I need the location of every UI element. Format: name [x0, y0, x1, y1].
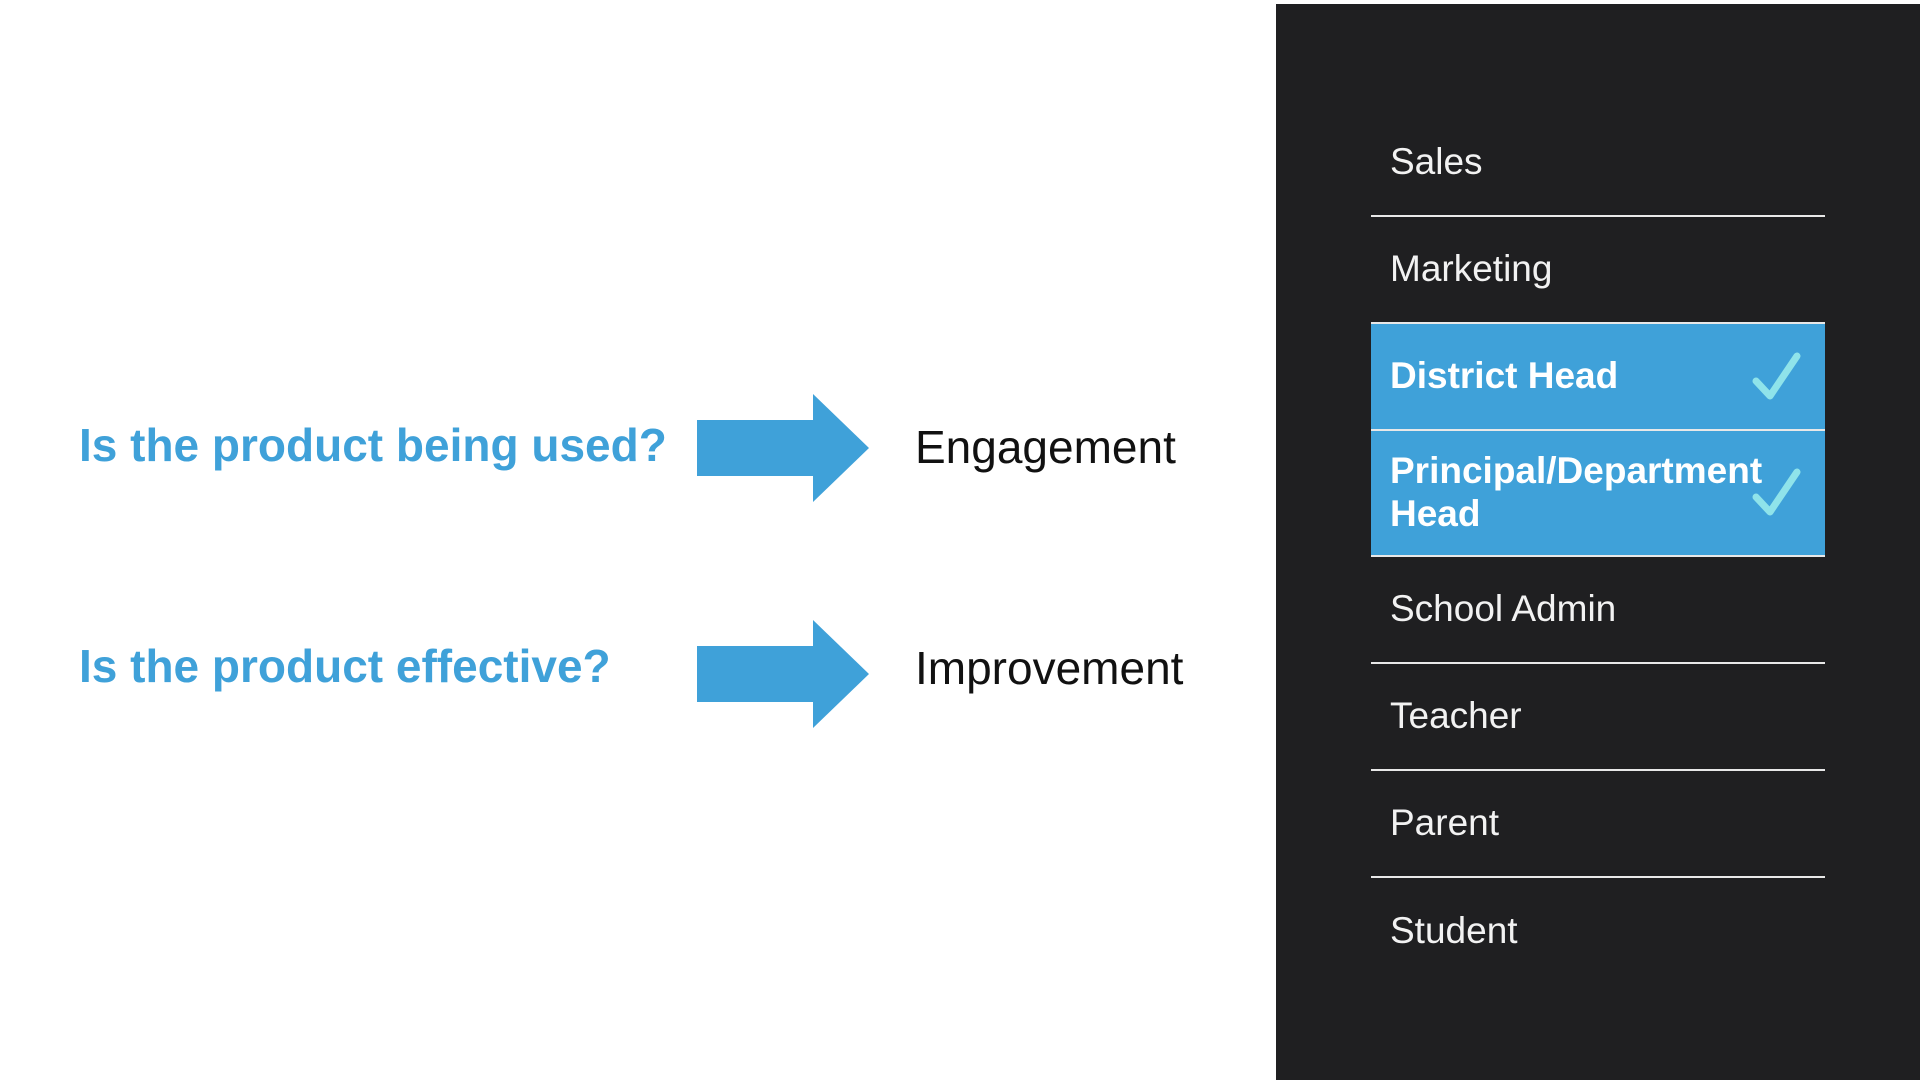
role-item-student[interactable]: Student: [1371, 878, 1825, 985]
role-panel: Sales Marketing District Head Principal/…: [1276, 4, 1920, 1080]
role-label: School Admin: [1390, 588, 1617, 630]
role-list: Sales Marketing District Head Principal/…: [1371, 110, 1825, 985]
question-usage: Is the product being used?: [79, 419, 667, 471]
arrow-right-icon: [697, 620, 869, 728]
role-label: Marketing: [1390, 248, 1553, 290]
role-item-teacher[interactable]: Teacher: [1371, 664, 1825, 771]
role-label: Parent: [1390, 802, 1500, 844]
checkmark-icon: [1752, 352, 1801, 399]
role-label: Student: [1390, 910, 1518, 952]
role-item-school-admin[interactable]: School Admin: [1371, 557, 1825, 664]
answer-improvement: Improvement: [915, 642, 1184, 694]
question-effectiveness: Is the product effective?: [79, 640, 611, 692]
checkmark-icon: [1752, 468, 1801, 516]
role-item-sales[interactable]: Sales: [1371, 110, 1825, 217]
arrow-right-icon: [697, 394, 869, 502]
role-label: Principal/Department Head: [1390, 450, 1763, 534]
answer-engagement: Engagement: [915, 421, 1176, 473]
role-item-principal-department-head[interactable]: Principal/Department Head: [1371, 431, 1825, 557]
role-label: District Head: [1390, 355, 1619, 397]
role-label: Sales: [1390, 141, 1483, 183]
role-item-marketing[interactable]: Marketing: [1371, 217, 1825, 324]
role-item-district-head[interactable]: District Head: [1371, 324, 1825, 431]
role-item-parent[interactable]: Parent: [1371, 771, 1825, 878]
role-label: Teacher: [1390, 695, 1522, 737]
